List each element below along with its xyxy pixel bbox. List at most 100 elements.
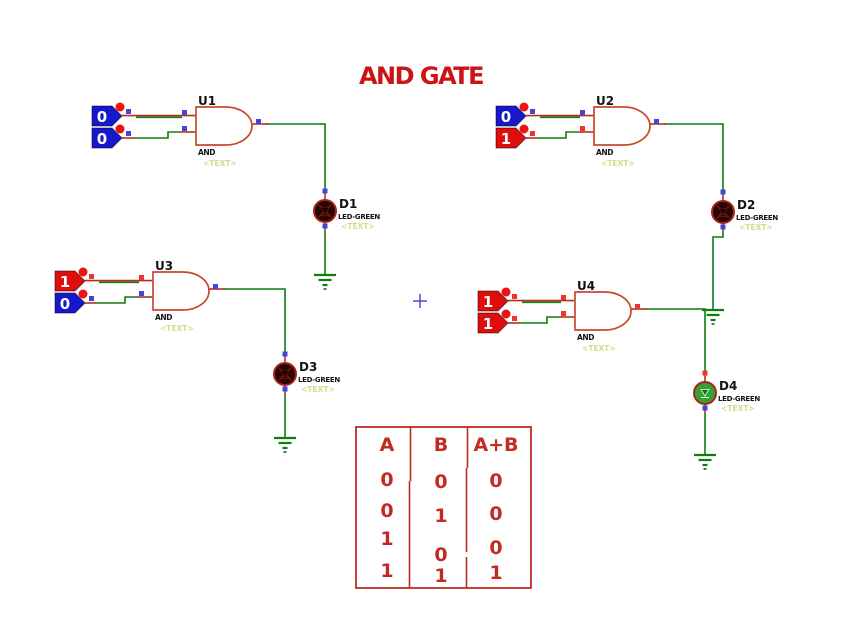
truth-table-cell: 1 bbox=[380, 528, 393, 550]
logic-input-value: 0 bbox=[97, 130, 107, 148]
logic-input-body[interactable] bbox=[477, 312, 509, 334]
logic-input-body[interactable] bbox=[91, 127, 123, 149]
logic-input-toggle[interactable]: 0 bbox=[91, 124, 131, 149]
toggle-button[interactable] bbox=[501, 309, 511, 319]
pin-state-indicator bbox=[126, 131, 131, 136]
toggle-button[interactable] bbox=[115, 102, 125, 112]
toggle-button[interactable] bbox=[519, 102, 529, 112]
led-diode-glyph bbox=[718, 208, 728, 216]
pin-state-indicator bbox=[720, 224, 726, 230]
wire bbox=[664, 123, 724, 190]
logic-input-toggle[interactable]: 1 bbox=[477, 309, 517, 334]
gate-hidden-text: <TEXT> bbox=[160, 324, 194, 333]
gate-type-label: AND bbox=[596, 148, 613, 157]
led-diode-glyph bbox=[320, 207, 330, 215]
truth-table-cell: 0 bbox=[434, 544, 447, 566]
pin-state-indicator bbox=[530, 131, 535, 136]
pin-state-indicator bbox=[635, 304, 640, 309]
ground-symbol bbox=[694, 453, 716, 470]
ground-symbol bbox=[314, 273, 336, 290]
logic-input-value: 1 bbox=[501, 130, 511, 148]
toggle-button[interactable] bbox=[519, 124, 529, 134]
led-ref-label: D3 bbox=[299, 360, 317, 374]
logic-input-value: 0 bbox=[60, 295, 70, 313]
cursor-crosshair bbox=[413, 294, 427, 308]
logic-input-value: 1 bbox=[60, 273, 70, 291]
led-hidden-text: <TEXT> bbox=[739, 223, 773, 232]
wire bbox=[223, 288, 286, 352]
truth-table-header: A+B bbox=[473, 434, 518, 456]
truth-table-cell: 1 bbox=[380, 560, 393, 582]
logic-input-body[interactable] bbox=[91, 105, 123, 127]
pin-state-indicator bbox=[282, 386, 288, 392]
wire bbox=[712, 232, 724, 310]
logic-input-toggle[interactable]: 1 bbox=[54, 267, 94, 292]
pin-state-indicator bbox=[89, 274, 94, 279]
pin-state-indicator bbox=[182, 110, 187, 115]
logic-input-body[interactable] bbox=[495, 105, 527, 127]
logic-input-toggle[interactable]: 0 bbox=[495, 102, 535, 127]
pin-state-indicator bbox=[561, 295, 566, 300]
pin-state-indicator bbox=[512, 294, 517, 299]
led-hidden-text: <TEXT> bbox=[301, 385, 335, 394]
logic-input-toggle[interactable]: 1 bbox=[477, 287, 517, 312]
truth-table-cell: 0 bbox=[489, 503, 502, 525]
logic-input-body[interactable] bbox=[54, 292, 86, 314]
and-gate-body[interactable] bbox=[574, 291, 632, 331]
gate-type-label: AND bbox=[198, 148, 215, 157]
page-title: AND GATE bbox=[359, 62, 483, 90]
toggle-button[interactable] bbox=[78, 289, 88, 299]
logic-input-value: 0 bbox=[97, 108, 107, 126]
logic-input-toggle[interactable]: 1 bbox=[495, 124, 535, 149]
ground-symbol bbox=[274, 436, 296, 453]
wire bbox=[645, 308, 706, 371]
truth-table-cell: 1 bbox=[434, 505, 447, 527]
gate-ref-label: U2 bbox=[596, 94, 614, 108]
toggle-button[interactable] bbox=[501, 287, 511, 297]
gate-hidden-text: <TEXT> bbox=[601, 159, 635, 168]
toggle-button[interactable] bbox=[78, 267, 88, 277]
logic-input-toggle[interactable]: 0 bbox=[54, 289, 94, 314]
ground-dot bbox=[283, 451, 287, 453]
led-type-label: LED-GREEN bbox=[736, 214, 778, 222]
led-ref-label: D4 bbox=[719, 379, 737, 393]
led-ref-label: D2 bbox=[737, 198, 755, 212]
truth-table-cell: 0 bbox=[380, 469, 393, 491]
and-gate-body[interactable] bbox=[195, 106, 253, 146]
truth-table-header: B bbox=[434, 434, 448, 456]
logic-input-value: 1 bbox=[483, 293, 493, 311]
wire bbox=[538, 131, 578, 139]
gate-type-label: AND bbox=[577, 333, 594, 342]
pin-state-indicator bbox=[213, 284, 218, 289]
and-gate-body[interactable] bbox=[593, 106, 651, 146]
pin-state-indicator bbox=[322, 223, 328, 229]
logic-input-body[interactable] bbox=[477, 290, 509, 312]
logic-input-body[interactable] bbox=[54, 270, 86, 292]
pin-state-indicator bbox=[702, 405, 708, 411]
logic-input-body[interactable] bbox=[495, 127, 527, 149]
led-type-label: LED-GREEN bbox=[298, 376, 340, 384]
logic-input-value: 0 bbox=[501, 108, 511, 126]
gate-ref-label: U4 bbox=[577, 279, 595, 293]
logic-input-value: 1 bbox=[483, 315, 493, 333]
gate-ref-label: U3 bbox=[155, 259, 173, 273]
wire bbox=[520, 316, 559, 324]
gate-hidden-text: <TEXT> bbox=[203, 159, 237, 168]
and-gate-body[interactable] bbox=[152, 271, 210, 311]
pin-state-indicator bbox=[139, 275, 144, 280]
logic-input-toggle[interactable]: 0 bbox=[91, 102, 131, 127]
led-type-label: LED-GREEN bbox=[338, 213, 380, 221]
toggle-button[interactable] bbox=[115, 124, 125, 134]
